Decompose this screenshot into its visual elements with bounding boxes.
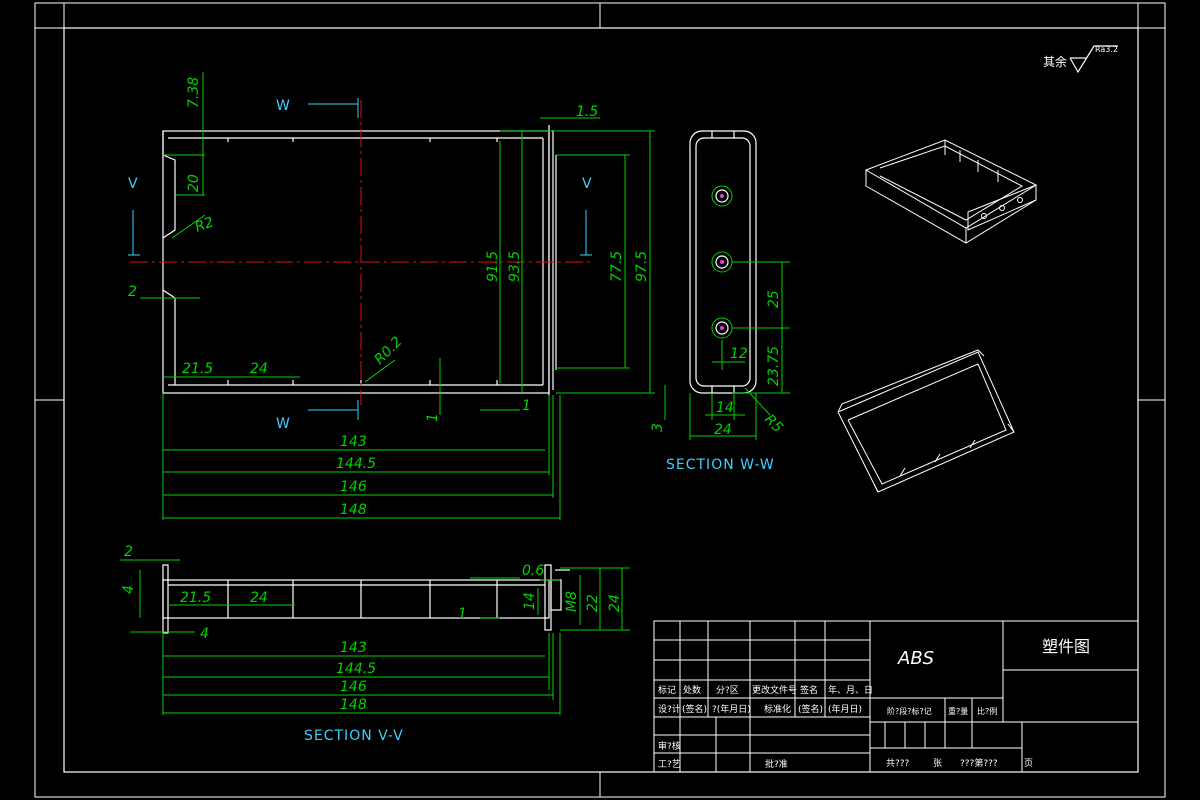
tb-approve: 批?准: [765, 758, 788, 770]
dim-23-75: 23.75: [766, 346, 782, 386]
tb-standard-sign: (签名): [798, 703, 823, 715]
dim-v-2: 2: [124, 544, 133, 560]
dim-93-5: 93.5: [507, 251, 523, 282]
tb-sign: 签名: [800, 684, 818, 696]
dim-v-1: 1: [458, 606, 467, 622]
tb-date: 年、月、日: [828, 684, 873, 696]
dim-r2: R2: [193, 214, 216, 235]
dim-24: 24: [250, 361, 268, 377]
dim-21-5: 21.5: [182, 361, 213, 377]
cut-label-v-left: V: [128, 176, 139, 192]
roughness-value: Ra3.2: [1095, 45, 1118, 54]
dim-v-m8: M8: [564, 591, 580, 612]
dim-v-24-b: 24: [607, 594, 623, 612]
tb-standard: 标准化: [764, 703, 791, 715]
dim-v-24: 24: [250, 590, 268, 606]
main-view: W W V V: [128, 72, 655, 520]
tb-sheets-unit: 张: [933, 758, 942, 769]
cut-label-w-bottom: W: [276, 416, 291, 432]
tb-process: 工?艺: [658, 759, 681, 770]
dim-v-21-5: 21.5: [180, 590, 211, 606]
cut-label-w-top: W: [276, 98, 291, 114]
isometric-view-top: [864, 139, 1038, 244]
dim-7-38: 7.38: [186, 77, 202, 108]
frame-ticks: [35, 3, 1165, 797]
tb-sheet-no: ???第???: [960, 757, 998, 769]
dim-v-143: 143: [340, 640, 367, 656]
dim-143: 143: [340, 434, 367, 450]
title-block: ABS 塑件图 标记 处数 分?区 更改文件号 签名 年、月、日 设?计 (签名…: [653, 620, 1139, 773]
dim-2: 2: [128, 284, 137, 300]
dim-v-146: 146: [340, 679, 367, 695]
tb-mark: 标记: [658, 684, 676, 696]
isometric-view-bottom: [837, 349, 1015, 493]
roughness-label: 其余: [1043, 54, 1067, 69]
tb-count: 处数: [683, 684, 701, 696]
dim-25: 25: [766, 290, 782, 308]
material-label: ABS: [897, 648, 934, 669]
tb-design-sign: (签名): [682, 703, 707, 715]
tb-design-date: ?(年月日): [712, 703, 751, 715]
roughness-symbol-icon: [1069, 45, 1118, 74]
tb-weight: 重?量: [948, 706, 968, 716]
section-v-v-title: SECTION V-V: [304, 728, 404, 744]
dim-v-14: 14: [522, 592, 538, 610]
drawing-title: 塑件图: [1042, 637, 1090, 656]
dim-146: 146: [340, 479, 367, 495]
dim-144-5: 144.5: [336, 456, 376, 472]
dim-v-148: 148: [340, 697, 367, 713]
dim-91-5: 91.5: [485, 251, 501, 282]
tb-scale: 比?例: [977, 706, 997, 716]
tb-stage: 阶?段?标?记: [887, 706, 932, 716]
dim-148: 148: [340, 502, 367, 518]
tb-zone: 分?区: [716, 685, 739, 696]
outer-frame: [34, 2, 1166, 798]
tb-sheets-total: 共???: [886, 758, 910, 769]
section-w-w-title: SECTION W-W: [666, 457, 775, 473]
dim-1-b: 1: [522, 398, 531, 414]
tb-page: 页: [1024, 758, 1033, 769]
dim-v-4-a: 4: [121, 585, 137, 594]
dim-v-144-5: 144.5: [336, 661, 376, 677]
dim-14: 14: [716, 400, 734, 416]
mounting-hole-icon: [711, 185, 733, 339]
tb-standard-date: (年月日): [828, 703, 862, 715]
section-v-v-view: 2 4 4 21.5 24 1 0.6 14 M8 22 24 143 144.…: [120, 544, 630, 744]
section-w-w-view: 25 12 23.75 14 24 3 R5 SECTION W-W: [650, 130, 790, 473]
tb-review: 审?核: [658, 740, 681, 752]
dim-v-0-6: 0.6: [522, 563, 544, 579]
dim-20: 20: [186, 174, 202, 192]
dim-r0-2: R0.2: [372, 334, 406, 368]
dim-77-5: 77.5: [609, 251, 625, 282]
inner-frame: [63, 27, 1139, 773]
dim-1-5: 1.5: [576, 104, 598, 120]
dim-1-a: 1: [425, 413, 441, 422]
tb-design: 设?计: [658, 703, 681, 715]
dim-r5: R5: [761, 412, 786, 437]
dim-v-4-b: 4: [200, 626, 209, 642]
dim-12: 12: [730, 346, 748, 362]
dim-v-22: 22: [585, 594, 601, 612]
cut-label-v-right: V: [582, 176, 593, 192]
tb-change-doc: 更改文件号: [752, 684, 797, 696]
dim-3: 3: [650, 423, 666, 432]
dim-97-5: 97.5: [634, 251, 650, 282]
dim-24-side: 24: [714, 422, 732, 438]
